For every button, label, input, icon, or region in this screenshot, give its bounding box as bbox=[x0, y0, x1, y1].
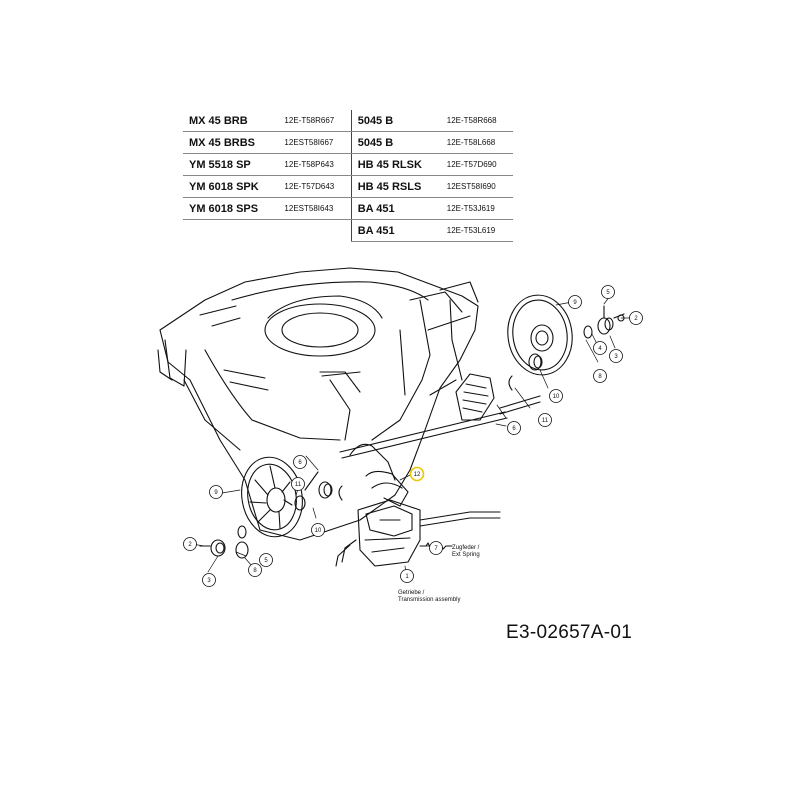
figure-code: E3-02657A-01 bbox=[506, 622, 633, 643]
model-name: 5045 B bbox=[350, 110, 441, 132]
right-wheel-small-parts bbox=[508, 305, 625, 391]
spring-note-en: Ext Spring bbox=[452, 552, 480, 558]
callout-8: 8 bbox=[253, 568, 257, 574]
model-name: HB 45 RLSK bbox=[350, 153, 441, 176]
left-wheel-small-parts bbox=[199, 471, 343, 559]
left-wheel bbox=[241, 456, 303, 538]
callout-5: 5 bbox=[264, 558, 268, 564]
right-bracket bbox=[455, 373, 495, 421]
model-name: MX 45 BRBS bbox=[183, 131, 279, 154]
model-name: MX 45 BRB bbox=[183, 110, 279, 132]
transmission-assembly bbox=[335, 499, 501, 567]
model-code: 12E-T58R668 bbox=[440, 110, 513, 132]
callouts: 9 5 2 4 3 8 10 11 6 6 9 10 11 2 3 5 8 12… bbox=[183, 285, 643, 587]
highlight-ring bbox=[409, 466, 425, 482]
callout-4: 3 bbox=[207, 578, 211, 584]
callout-2: 2 bbox=[634, 316, 638, 322]
callout-9: 9 bbox=[214, 490, 218, 496]
callout-6: 6 bbox=[512, 426, 516, 432]
transmission-note-de: Getriebe / bbox=[398, 590, 425, 596]
model-name: YM 6018 SPS bbox=[183, 197, 279, 220]
model-code: 12E-T57D643 bbox=[278, 175, 352, 198]
model-code: 12E-T58P643 bbox=[278, 153, 352, 176]
callout-5: 5 bbox=[606, 290, 610, 296]
transmission-note-en: Transmission assembly bbox=[398, 597, 460, 603]
model-row: MX 45 BRB 12E-T58R667 5045 B 12E-T58R668 bbox=[183, 110, 513, 132]
callout-6: 6 bbox=[298, 460, 302, 466]
model-code: 12E-T53L619 bbox=[440, 219, 513, 242]
model-row: YM 5518 SP 12E-T58P643 HB 45 RLSK 12E-T5… bbox=[183, 153, 513, 176]
callout-12: 12 bbox=[414, 472, 421, 478]
callout-3: 3 bbox=[614, 354, 618, 360]
model-name: 5045 B bbox=[350, 131, 441, 154]
model-name: BA 451 bbox=[350, 219, 441, 242]
model-row: MX 45 BRBS 12EST58I667 5045 B 12E-T58L66… bbox=[183, 131, 513, 154]
callout-10: 10 bbox=[315, 528, 322, 534]
model-name: BA 451 bbox=[350, 197, 441, 220]
model-code: 12EST58I690 bbox=[440, 175, 513, 198]
callout-8: 8 bbox=[598, 374, 602, 380]
model-code: 12E-T53J619 bbox=[440, 197, 513, 220]
drive-belt bbox=[349, 443, 409, 507]
callout-10: 10 bbox=[553, 394, 560, 400]
model-name: YM 6018 SPK bbox=[183, 175, 279, 198]
callout-11: 11 bbox=[295, 482, 302, 488]
model-table: MX 45 BRB 12E-T58R667 5045 B 12E-T58R668… bbox=[183, 110, 513, 242]
model-row: YM 6018 SPK 12E-T57D643 HB 45 RSLS 12EST… bbox=[183, 175, 513, 198]
callout-2: 2 bbox=[188, 542, 192, 548]
model-code: 12E-T58R667 bbox=[278, 110, 352, 132]
model-row: BA 451 12E-T53L619 bbox=[183, 219, 513, 242]
right-wheel bbox=[507, 294, 573, 376]
axle-rod bbox=[339, 395, 541, 459]
spring-note-de: Zugfeder / bbox=[452, 545, 480, 551]
model-code: 12E-T57D690 bbox=[440, 153, 513, 176]
mower-deck bbox=[157, 267, 479, 541]
callout-4: 4 bbox=[598, 346, 602, 352]
model-code: 12EST58I643 bbox=[278, 197, 352, 220]
callout-9: 9 bbox=[573, 300, 577, 306]
model-row: YM 6018 SPS 12EST58I643 BA 451 12E-T53J6… bbox=[183, 197, 513, 220]
callout-7: 7 bbox=[434, 546, 438, 552]
model-code: 12EST58I667 bbox=[278, 131, 352, 154]
callout-11: 11 bbox=[542, 418, 549, 424]
model-name: HB 45 RSLS bbox=[350, 175, 441, 198]
model-name: YM 5518 SP bbox=[183, 153, 279, 176]
model-code: 12E-T58L668 bbox=[440, 131, 513, 154]
callout-1: 1 bbox=[405, 574, 409, 580]
